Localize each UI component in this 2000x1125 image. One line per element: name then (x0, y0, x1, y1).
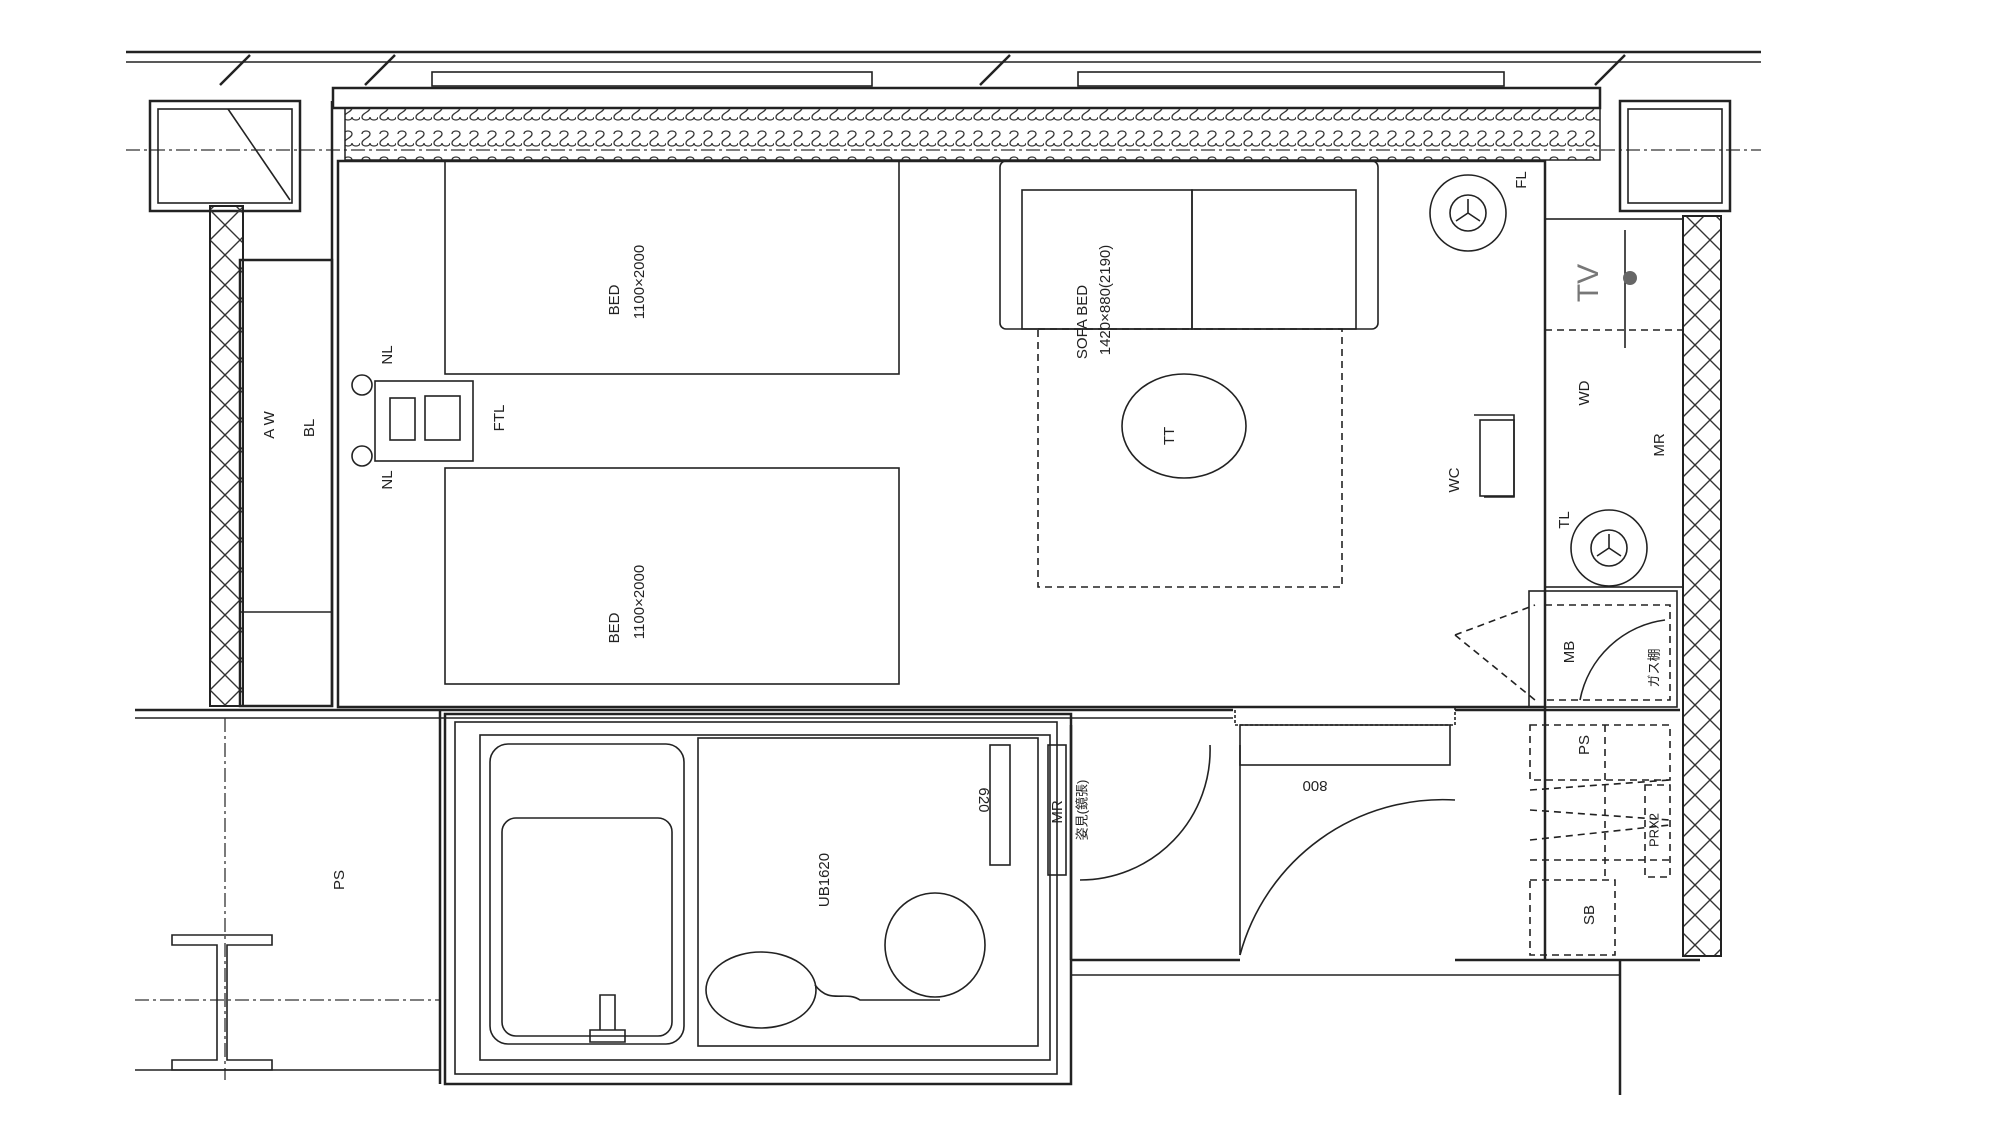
wd-label: WD (1576, 380, 1593, 405)
unit-bath-label: UB1620 (816, 853, 833, 907)
prx-label: PRX2 (1646, 813, 1661, 847)
entrance: 800 (1069, 706, 1456, 960)
service-space: PS PRX2 SB (1529, 724, 1671, 956)
left-partition-wall (209, 205, 244, 707)
floor-lamp: FL (1429, 171, 1530, 252)
bed-2[interactable]: BED 1100×2000 (444, 467, 900, 685)
bed-2-size: 1100×2000 (631, 565, 648, 639)
toilet (884, 892, 986, 998)
bed-1[interactable]: BED 1100×2000 (444, 160, 900, 375)
entry-door-swing (1239, 798, 1456, 956)
mirror-bath-note: 姿見(鏡張) (1074, 780, 1089, 841)
sink (705, 951, 817, 1029)
mirror-bath-label: MR (1049, 800, 1066, 823)
tl-label: TL (1556, 511, 1573, 529)
lamp-icon (1449, 194, 1487, 232)
bath-door-swing (1079, 744, 1211, 881)
room-walls (135, 101, 1700, 1095)
night-lamp-icon (351, 445, 373, 467)
ps-right-label: PS (1576, 735, 1593, 755)
aw-label: A W (261, 410, 278, 438)
sofa-bed-size: 1420×880(2190) (1097, 245, 1114, 356)
mr-label: MR (1651, 433, 1668, 456)
door-width-label: 800 (1302, 777, 1327, 794)
unit-bath: 620 MR 姿見(鏡張) UB1620 (443, 712, 1089, 1086)
tea-table-label: TT (1161, 427, 1178, 445)
window (219, 54, 1626, 110)
nightstand: NL NL FTL (351, 345, 508, 490)
mirror-width-label: 620 (975, 787, 992, 812)
bed-1-label: BED (606, 284, 623, 315)
pipe-space-left: PS (135, 710, 442, 1084)
tea-table[interactable]: TT (1121, 373, 1247, 479)
mb-label: MB (1561, 641, 1578, 664)
steel-column (171, 934, 273, 1071)
sofa-bed-label: SOFA BED (1074, 285, 1091, 359)
right-partition-wall (1682, 215, 1722, 957)
bed-1-size: 1100×2000 (631, 245, 648, 319)
fl-label: FL (1513, 171, 1530, 189)
tv-label: TV (1572, 264, 1605, 302)
meter-box-closet: MB ガス棚 (1454, 590, 1678, 708)
ftl-label: FTL (491, 405, 508, 432)
sb-label: SB (1581, 905, 1598, 925)
wc-label: WC (1446, 467, 1463, 492)
gas-shelf-label: ガス棚 (1646, 648, 1661, 687)
sofa-bed[interactable]: SOFA BED 1420×880(2190) (999, 160, 1379, 359)
bathtub (489, 743, 685, 1045)
nl-label-top: NL (379, 345, 396, 364)
bl-label: BL (301, 419, 318, 437)
writing-chair[interactable]: WC (1446, 414, 1515, 498)
nl-label-bottom: NL (379, 470, 396, 489)
bed-2-label: BED (606, 612, 623, 643)
night-lamp-icon (351, 374, 373, 396)
lamp-icon (1590, 529, 1628, 567)
curtain (344, 107, 1601, 161)
ps-left-label: PS (331, 870, 348, 890)
writing-desk[interactable]: TV WD MR TL (1544, 218, 1684, 588)
rug (1037, 328, 1343, 588)
